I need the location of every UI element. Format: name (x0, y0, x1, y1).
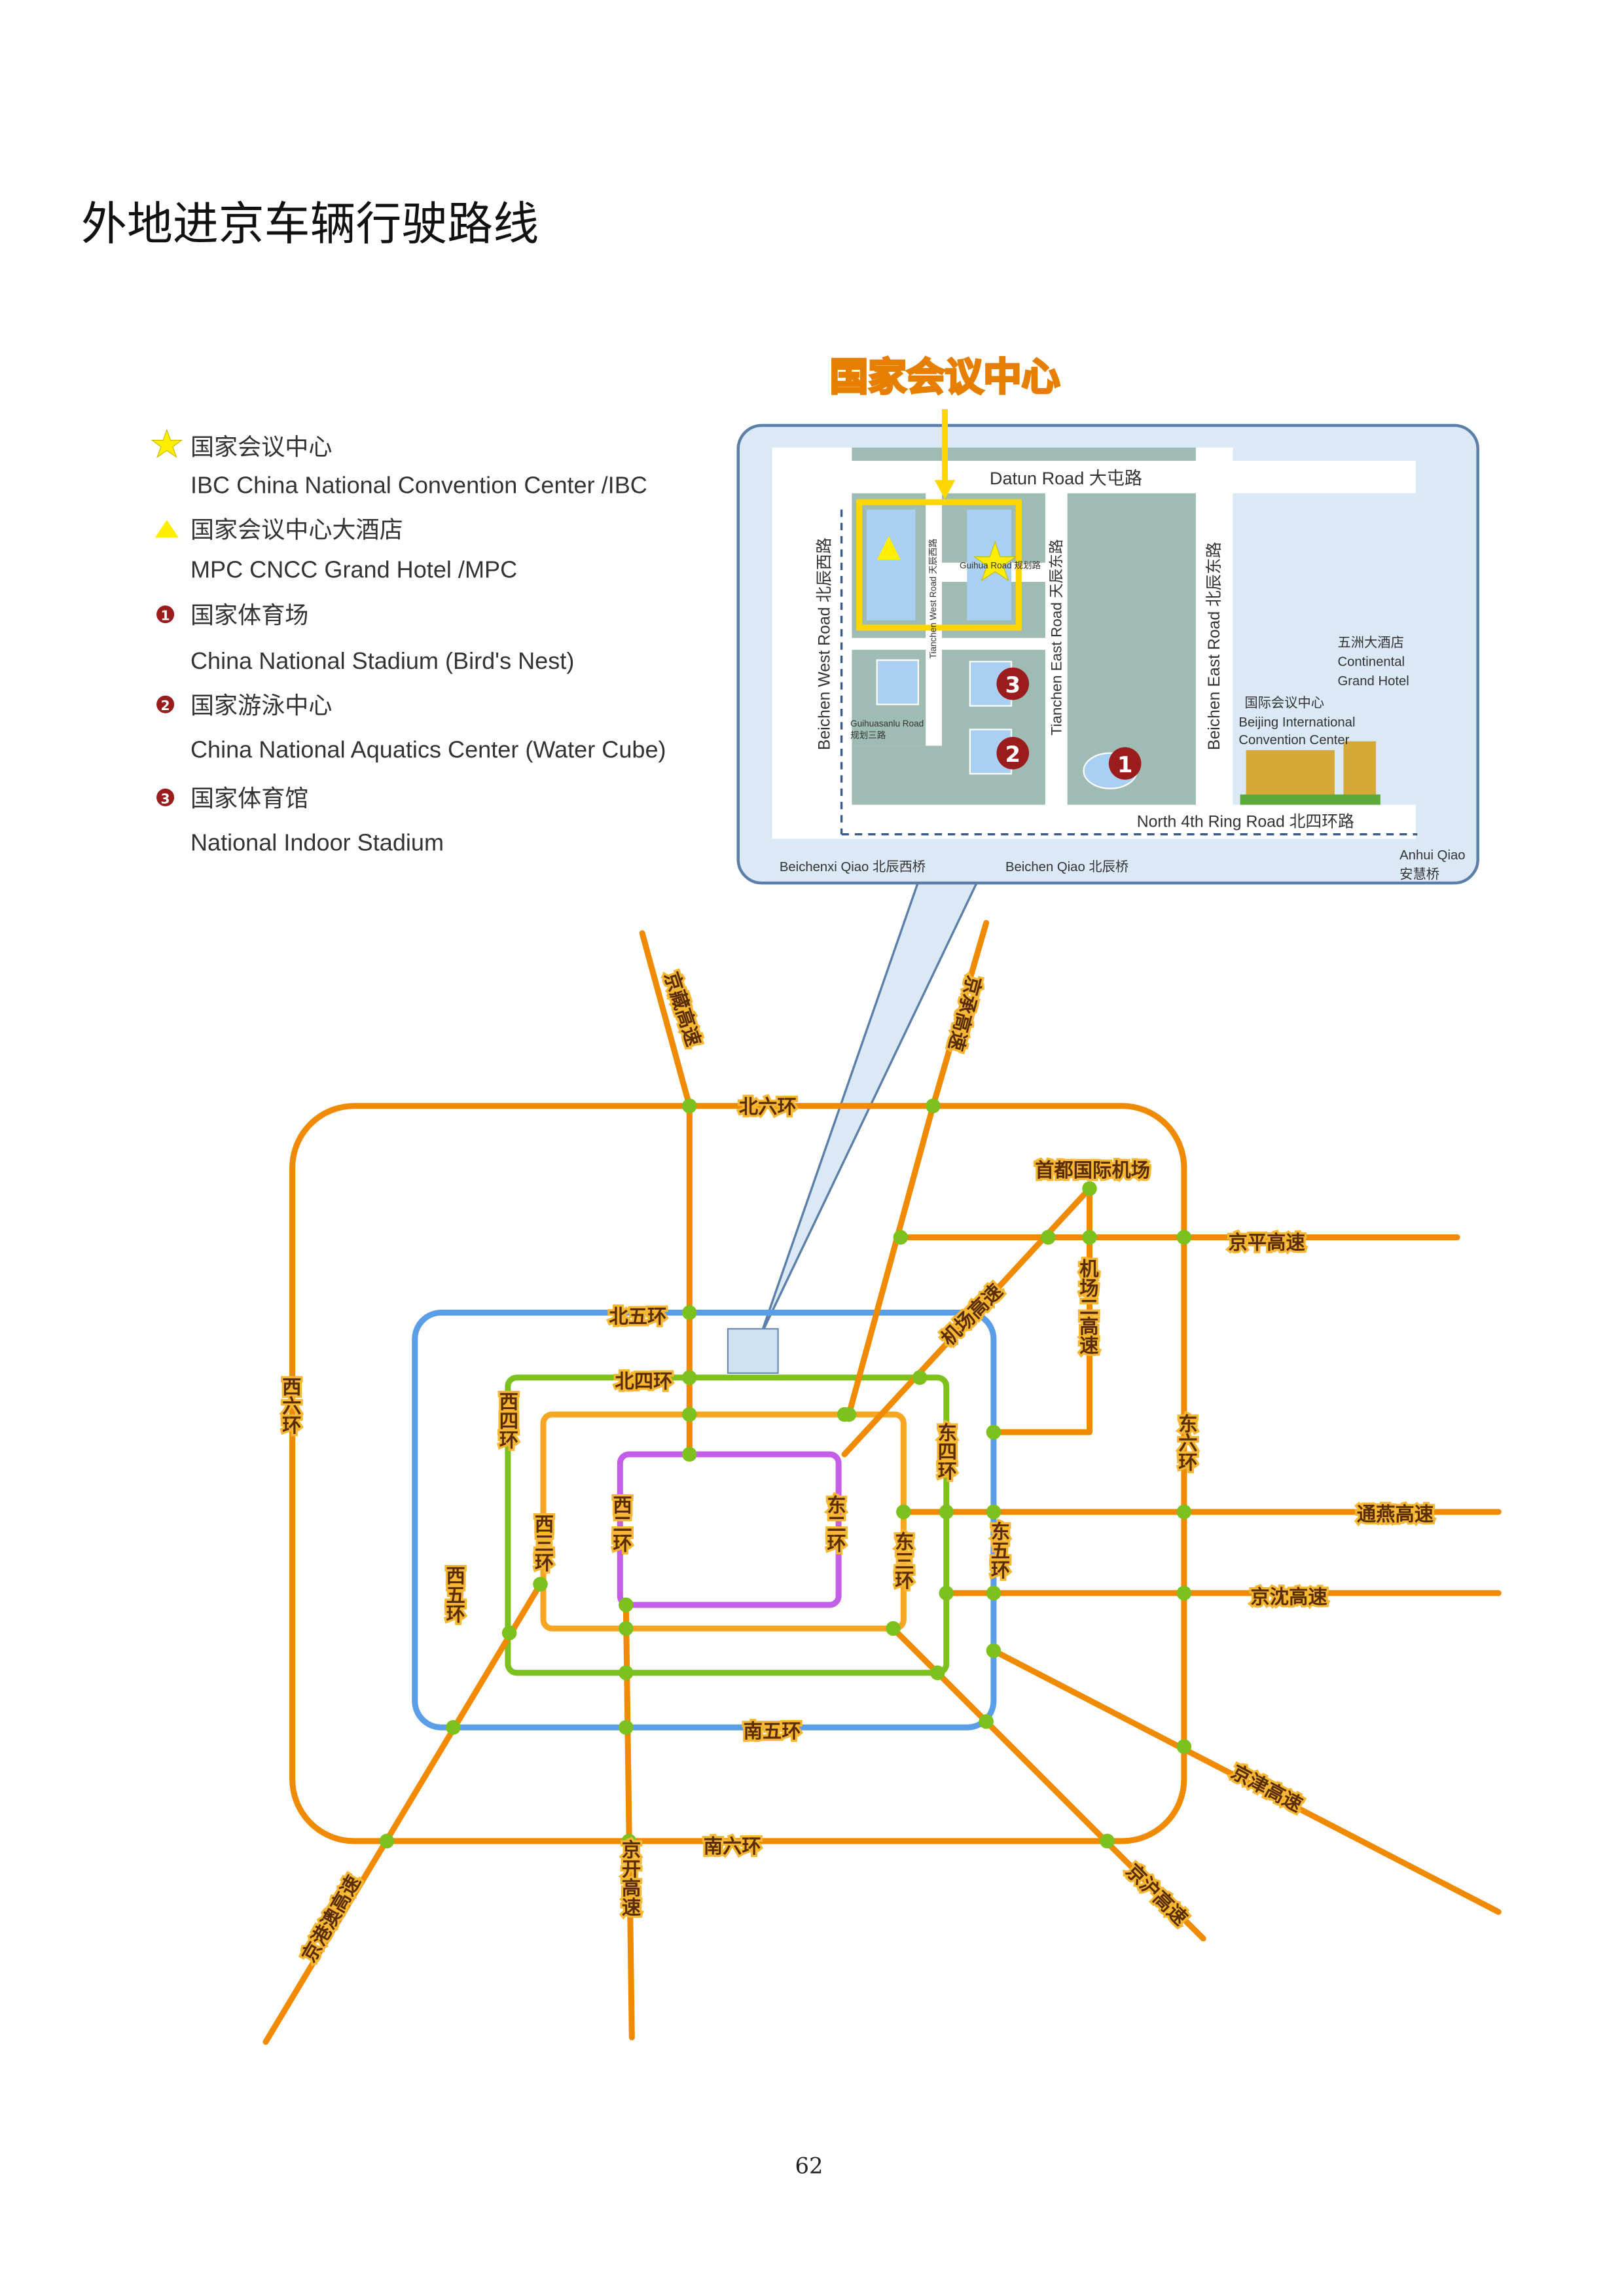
legend: 国家会议中心 IBC China National Convention Cen… (151, 429, 666, 856)
label-bei6: 北六环 (739, 1095, 797, 1118)
label-bei5: 北五环 (609, 1304, 666, 1327)
hotel-label: 五洲大酒店 (1337, 635, 1403, 650)
marker-1: 1 (1117, 752, 1133, 778)
label-dong5: 东五环 (988, 1520, 1011, 1579)
road-label: Beichen West Road 北辰西路 (816, 537, 834, 750)
number-3-icon (156, 788, 175, 806)
bridge-label: Beichen Qiao 北辰桥 (1005, 859, 1128, 874)
legend-en: MPC CNCC Grand Hotel /MPC (190, 556, 517, 583)
inset-map: 国家会议中心 Datun Road 大屯路 Beichen West Road … (736, 353, 1479, 885)
expressways (262, 920, 1502, 2045)
hotel-label: Continental (1337, 655, 1405, 670)
number-1-icon (156, 605, 175, 624)
label-dong4: 东四环 (935, 1422, 958, 1480)
road-label: Tianchen East Road 天辰东路 (1049, 539, 1065, 736)
label-jinghu: 京沪高速 (1122, 1859, 1193, 1930)
label-jingping: 京平高速 (1229, 1230, 1305, 1253)
marker-number: 3 (161, 791, 170, 806)
legend-zh: 国家体育馆 (190, 785, 308, 812)
label-bei4: 北四环 (615, 1370, 672, 1393)
label-jingzang: 京藏高速 (660, 969, 706, 1049)
bicc-label: 国际会议中心 (1244, 696, 1324, 711)
inset-thumbnail (727, 1328, 779, 1374)
label-xi4: 西四环 (496, 1391, 519, 1449)
bridge-label: 安慧桥 (1399, 867, 1439, 882)
legend-zh: 国家会议中心 (190, 433, 332, 460)
legend-en: China National Stadium (Bird's Nest) (190, 647, 574, 674)
legend-zh: 国家体育场 (190, 601, 308, 628)
bicc-label: Convention Center (1238, 733, 1349, 747)
triangle-icon (154, 520, 179, 538)
label-dong6: 东六环 (1176, 1413, 1199, 1472)
label-xi3: 西三环 (532, 1514, 555, 1571)
legend-en: IBC China National Convention Center /IB… (190, 472, 647, 499)
marker-number: 1 (161, 608, 170, 624)
road-label: Guihuasanlu Road (850, 719, 924, 728)
road-label: Guihua Road 规划路 (960, 561, 1041, 571)
label-xi5: 西五环 (443, 1566, 466, 1623)
road-label: Beichen East Road 北辰东路 (1205, 542, 1223, 751)
page-title: 外地进京车辆行驶路线 (81, 198, 539, 251)
legend-en: National Indoor Stadium (190, 829, 444, 856)
label-jingkai: 京开高速 (619, 1839, 642, 1917)
interchange-nodes (379, 1098, 1192, 1849)
bridge-label: Beichenxi Qiao 北辰西桥 (780, 859, 926, 874)
star-icon (973, 541, 1017, 582)
road-label: Datun Road 大屯路 (990, 469, 1142, 488)
legend-zh: 国家游泳中心 (190, 692, 332, 719)
label-jingcheng: 京承高速 (944, 973, 986, 1053)
label-jingjin: 京津高速 (1228, 1760, 1307, 1816)
bicc-label: Beijing International (1238, 715, 1355, 730)
marker-3: 3 (1005, 672, 1020, 698)
label-dong3: 东三环 (892, 1531, 915, 1590)
label-xi6: 西六环 (280, 1377, 302, 1435)
bridge-label: Anhui Qiao (1399, 848, 1465, 863)
label-jinggangao: 京港澳高速 (297, 1871, 365, 1965)
triangle-icon (876, 536, 901, 560)
label-airport: 首都国际机场 (1035, 1158, 1150, 1181)
road-label: North 4th Ring Road 北四环路 (1137, 812, 1354, 831)
number-2-icon (156, 695, 175, 713)
marker-number: 2 (161, 698, 170, 713)
legend-zh: 国家会议中心大酒店 (190, 516, 403, 543)
ring-roads (289, 1103, 1187, 1844)
road-label: 规划三路 (850, 730, 886, 740)
inset-heading: 国家会议中心 (830, 355, 1060, 399)
label-dong2: 东二环 (824, 1494, 847, 1553)
label-jichang2: 机场二高速 (1077, 1259, 1100, 1355)
marker-2: 2 (1005, 742, 1020, 767)
label-jingshen: 京沈高速 (1250, 1585, 1327, 1608)
label-nan5: 南五环 (744, 1719, 801, 1742)
label-tongyan: 通燕高速 (1357, 1503, 1434, 1526)
label-nan6: 南六环 (704, 1835, 761, 1857)
page-number: 62 (795, 2153, 823, 2178)
hotel-label: Grand Hotel (1337, 674, 1409, 689)
road-label: Tianchen West Road 天辰西路 (928, 539, 938, 659)
legend-en: China National Aquatics Center (Water Cu… (190, 736, 666, 762)
star-icon (151, 429, 183, 458)
label-xi2: 西二环 (610, 1495, 633, 1552)
